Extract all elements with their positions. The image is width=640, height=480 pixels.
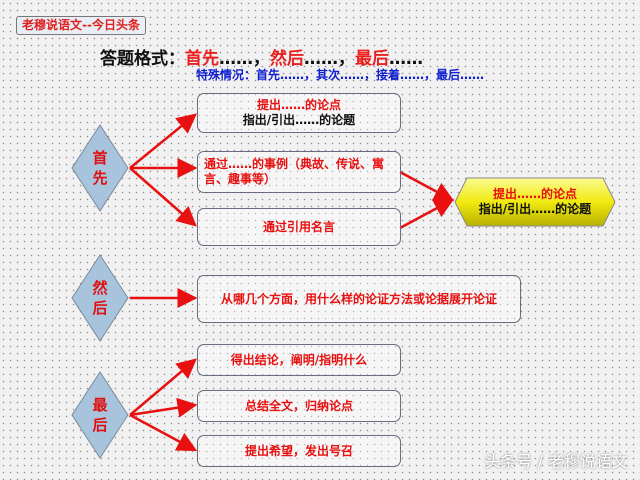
box-line: 指出/引出……的论题 [242, 113, 356, 127]
arrow [129, 397, 198, 418]
label-char: 最 [92, 396, 108, 414]
arrow [129, 113, 197, 169]
heading-last: 最后 [355, 49, 389, 69]
heading-dots: ……， [304, 49, 355, 69]
box-argument: 从哪几个方面，用什么样的论证方法或论据展开论证 [197, 275, 521, 323]
watermark: 头条号 / 老穆说语文 [484, 452, 628, 471]
box-line: 提出……的论点 [256, 98, 341, 112]
diamond-label-then: 然后 [85, 278, 115, 318]
arrow [399, 170, 455, 202]
label-char: 后 [92, 416, 108, 434]
special-case-note: 特殊情况：首先……，其次……，接着……，最后…… [196, 68, 485, 82]
answer-format-heading: 答题格式：首先……，然后……，最后…… [100, 44, 423, 69]
box-call: 提出希望，发出号召 [197, 435, 401, 467]
arrow [129, 358, 197, 416]
label-char: 然 [92, 279, 108, 297]
label-char: 后 [92, 299, 108, 317]
box-example: 通过……的事例（典故、传说、寓言、趣事等） [197, 151, 401, 193]
heading-prefix: 答题格式： [100, 49, 185, 69]
label-char: 先 [92, 169, 108, 187]
arrow [129, 413, 198, 452]
diamond-last [71, 371, 129, 459]
diamond-label-first: 首先 [85, 148, 115, 188]
box-conclusion: 得出结论，阐明/指明什么 [197, 344, 401, 376]
arrow [399, 198, 455, 230]
box-summary: 总结全文，归纳论点 [197, 390, 401, 422]
result-text: 提出……的论点 指出/引出……的论题 [455, 178, 615, 226]
title-badge: 老穆说语文--今日头条 [16, 16, 146, 35]
box-quote: 通过引用名言 [197, 208, 401, 246]
result-line: 提出……的论点 [492, 187, 577, 201]
heading-first: 首先 [185, 49, 219, 69]
result-line: 指出/引出……的论题 [478, 202, 592, 216]
heading-dots: …… [389, 49, 423, 69]
diamond-first [71, 124, 129, 212]
diamond-label-last: 最后 [85, 395, 115, 435]
box-propose-thesis: 提出……的论点 指出/引出……的论题 [197, 93, 401, 133]
result-hexagon [454, 177, 616, 227]
arrow [129, 167, 197, 227]
heading-then: 然后 [270, 49, 304, 69]
heading-dots: ……， [219, 49, 270, 69]
diamond-then [71, 254, 129, 342]
label-char: 首 [92, 149, 108, 167]
